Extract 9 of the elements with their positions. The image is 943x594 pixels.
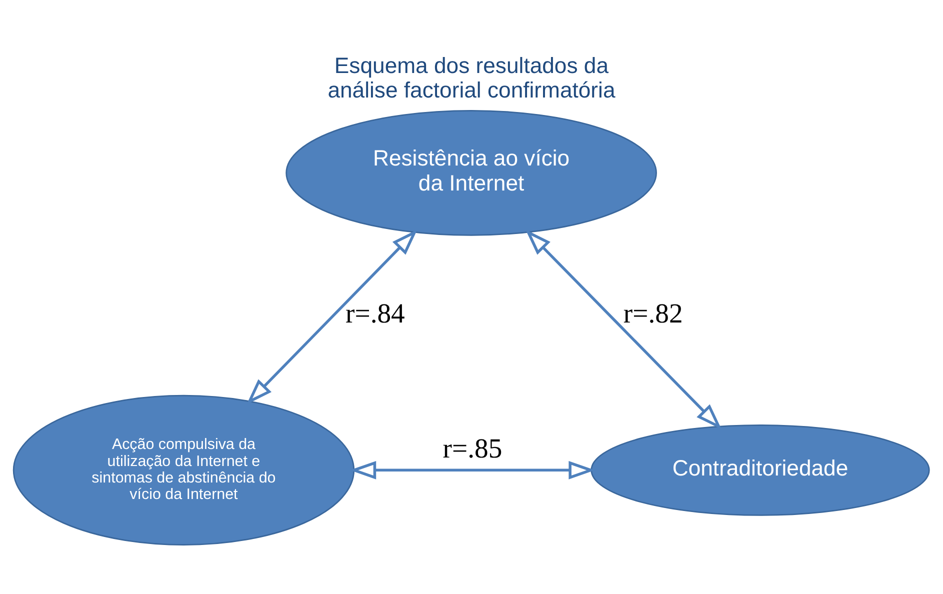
edge-label: r=.82 xyxy=(623,298,683,329)
arrow xyxy=(525,230,722,430)
node-ellipse: Contraditoriedade xyxy=(590,424,930,516)
node-ellipse: Resistência ao vício da Internet xyxy=(286,110,657,236)
edge-label: r=.84 xyxy=(346,298,405,329)
node-ellipse: Acção compulsiva da utilização da Internet e sintomas de abstinência do vício da Internet xyxy=(12,394,355,546)
edge-label: r=.85 xyxy=(442,432,502,464)
arrow xyxy=(246,230,418,404)
diagram-title: Esquema dos resultados da análise factorial confirmatória xyxy=(328,52,616,103)
